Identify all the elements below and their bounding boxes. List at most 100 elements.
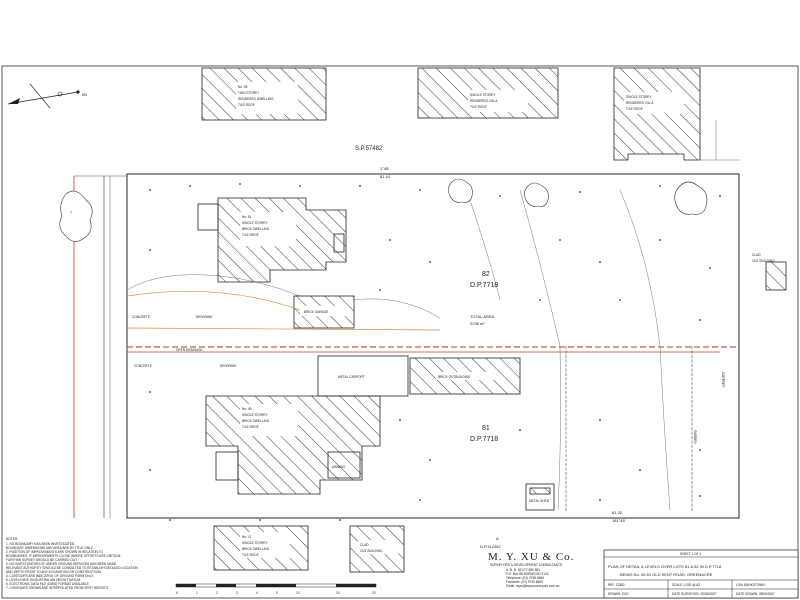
spot-level-mark (719, 195, 721, 197)
sheet-number: SHEET 1 OF 1 (680, 552, 701, 556)
svg-text:SINGLE STOREY: SINGLE STOREY (242, 541, 268, 545)
dim-bottom-length: 81.32 (612, 510, 623, 515)
svg-text:2: 2 (216, 591, 218, 595)
spot-level-mark (599, 261, 601, 263)
tree-right (674, 181, 708, 215)
svg-text:SCALE 1:200 @ A3: SCALE 1:200 @ A3 (672, 583, 700, 587)
title-block: SHEET 1 OF 1 PLAN OF DETAIL & LEVELS OVE… (603, 549, 799, 599)
svg-text:BRICK GARAGE: BRICK GARAGE (304, 310, 328, 314)
svg-text:BRICK DWELLING: BRICK DWELLING (242, 227, 270, 231)
svg-text:OUT BUILDING: OUT BUILDING (360, 549, 383, 553)
awning-lower: AWNING (327, 451, 361, 479)
tree-street-left: T (59, 190, 93, 242)
svg-text:1: 1 (196, 591, 198, 595)
svg-text:DRAWN: SCH: DRAWN: SCH (608, 592, 629, 596)
bottom-lot-ref: A (496, 536, 499, 541)
svg-text:DATE SURVEYED: 25/05/2007: DATE SURVEYED: 25/05/2007 (672, 592, 717, 596)
svg-text:3. NO INVESTIGATION OF UNDER G: 3. NO INVESTIGATION OF UNDER GROUND SERV… (6, 562, 117, 566)
svg-text:No. 53: No. 53 (238, 85, 248, 89)
lot-boundary (126, 173, 740, 519)
spot-level-mark (379, 289, 381, 291)
svg-text:RENDERED VILLA: RENDERED VILLA (626, 101, 654, 105)
spot-level-mark (619, 299, 621, 301)
spot-level-mark (339, 519, 341, 521)
spot-level-mark (659, 239, 661, 241)
firm-name: M. Y. XU & Co. (488, 551, 574, 563)
svg-text:TILE ROOF: TILE ROOF (242, 553, 259, 557)
svg-text:DATE DRAWN: 28/05/2007: DATE DRAWN: 28/05/2007 (736, 592, 775, 596)
neighbour-building-bottom-left: No. 47 SINGLE STOREY BRICK DWELLING TILE… (213, 525, 309, 571)
dim-top-length: 81.44 (380, 174, 391, 179)
firm-block: M. Y. XU & Co. SURVEYORS & DEVELOPMENT C… (488, 551, 574, 588)
svg-text:BOUNDARY DIMENSIONS AND AREA A: BOUNDARY DIMENSIONS AND AREA ARE BY TITL… (6, 546, 94, 550)
svg-text:FURTHER SURVEY SHOULD BE CARRI: FURTHER SURVEY SHOULD BE CARRIED OUT. (6, 558, 78, 562)
svg-text:CLAD: CLAD (360, 543, 369, 547)
svg-text:TILE ROOF: TILE ROOF (626, 107, 643, 111)
spot-level-mark (709, 267, 711, 269)
spot-level-mark (699, 495, 701, 497)
label-garden: GARDEN (693, 430, 697, 444)
svg-text:BOUNDARIES. IF IMPROVEMENTS CL: BOUNDARIES. IF IMPROVEMENTS CLOSE WHERE … (6, 554, 121, 558)
svg-text:REF. 13382: REF. 13382 (608, 583, 625, 587)
svg-text:SINGLE STOREY: SINGLE STOREY (242, 221, 268, 225)
label-carport: CARPORT (721, 372, 725, 388)
lot-82-area-label: TOTAL AREA (470, 314, 494, 319)
svg-text:BRICK DWELLING: BRICK DWELLING (242, 419, 270, 423)
spot-level-mark (519, 429, 521, 431)
svg-text:CLAD: CLAD (752, 253, 761, 257)
svg-text:T: T (70, 211, 72, 215)
spot-level-mark (539, 299, 541, 301)
svg-text:No. 51: No. 51 (242, 215, 252, 219)
metal-carport: METAL CARPORT (317, 355, 409, 397)
spot-level-mark (189, 185, 191, 187)
north-arrow-icon: MN (7, 83, 88, 109)
spot-level-mark (359, 185, 361, 187)
svg-text:METAL CARPORT: METAL CARPORT (338, 375, 365, 379)
svg-text:TWO STOREY: TWO STOREY (238, 91, 260, 95)
spot-level-mark (699, 319, 701, 321)
svg-text:1. NO BOUNDARY HAS BEEN INVEST: 1. NO BOUNDARY HAS BEEN INVESTIGATED. (6, 542, 75, 546)
lot-82-dp: D.P.7718 (470, 282, 498, 289)
svg-text:SINGLE STOREY: SINGLE STOREY (470, 93, 496, 97)
neighbour-building-bottom-mid: CLAD OUT BUILDING (349, 525, 405, 573)
svg-text:METAL SHED: METAL SHED (529, 499, 550, 503)
spot-level-mark (699, 449, 701, 451)
right-outbuilding: CLAD OUT BUILDING (752, 253, 787, 291)
svg-text:10: 10 (296, 591, 300, 595)
neighbour-building-top-mid: SINGLE STOREY RENDERED VILLA TILE ROOF (417, 67, 559, 119)
spot-level-mark (239, 183, 241, 185)
tree-mid-2 (524, 182, 549, 207)
lot-82-area-value: 2236 m² (470, 321, 485, 326)
spot-level-mark (559, 239, 561, 241)
plan-title-line2: BEING No. 49-51 OLD KENT ROAD, GREENACRE (620, 572, 713, 577)
spot-level-mark (299, 185, 301, 187)
spot-level-mark (659, 185, 661, 187)
spot-level-mark (499, 195, 501, 197)
spot-level-mark (419, 189, 421, 191)
spot-level-mark (149, 469, 151, 471)
svg-text:OUT BUILDING: OUT BUILDING (752, 259, 775, 263)
svg-text:BRICK OUTBUILDING: BRICK OUTBUILDING (438, 375, 471, 379)
svg-text:RELEVANT AUTHORITY SHOULD BE C: RELEVANT AUTHORITY SHOULD BE CONSULTED T… (6, 566, 138, 570)
brick-garage: BRICK GARAGE (293, 295, 355, 329)
svg-text:3: 3 (236, 591, 238, 595)
lot-81-dp: D.P.7718 (470, 436, 498, 443)
label-open-drainage: OPEN DRAINAGE (176, 348, 203, 352)
plan-title-line1: PLAN OF DETAIL & LEVELS OVER LOTS 81 & 8… (608, 564, 722, 569)
brick-outbuilding: BRICK OUTBUILDING (409, 357, 521, 395)
svg-text:MN: MN (82, 93, 88, 97)
svg-text:P.O. Box 88 BURWOOD 2134: P.O. Box 88 BURWOOD 2134 (506, 572, 549, 576)
svg-text:LGA: BANKSTOWN: LGA: BANKSTOWN (736, 583, 765, 587)
svg-text:AWNING: AWNING (332, 465, 346, 469)
svg-text:7. CONTOURS SHOWN ARE INTERPOL: 7. CONTOURS SHOWN ARE INTERPOLATED FROM … (6, 586, 109, 590)
svg-text:RENDERED DWELLING: RENDERED DWELLING (238, 97, 274, 101)
svg-text:0: 0 (176, 591, 178, 595)
house-upper: No. 51 SINGLE STOREY BRICK DWELLING TILE… (217, 197, 347, 283)
svg-text:No. 49: No. 49 (242, 407, 252, 411)
label-concrete-lower: CONCRETE (134, 364, 152, 368)
svg-text:6. ELECTRONIC DATA FILE (DWG): 6. ELECTRONIC DATA FILE (DWG) FORMAT AVA… (6, 582, 90, 586)
notes-block: NOTES: 1. NO BOUNDARY HAS BEEN INVESTIGA… (6, 537, 138, 590)
label-driveway-lower: DRIVEWAY (220, 364, 238, 368)
svg-text:AND DEPTH PRIOR TO ANY EXCAVAT: AND DEPTH PRIOR TO ANY EXCAVATION OR CON… (6, 570, 102, 574)
